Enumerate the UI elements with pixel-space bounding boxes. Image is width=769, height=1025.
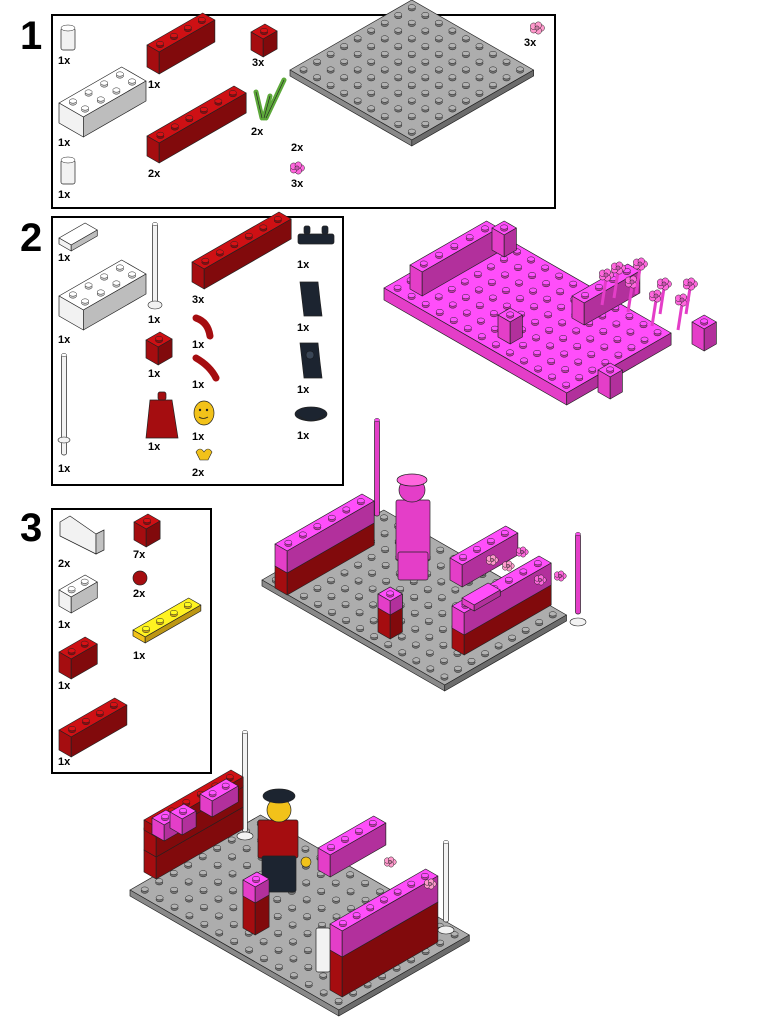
step2-black-leg-left [299, 281, 323, 317]
step2-qty-white-tile: 1x [58, 252, 71, 264]
step-2-parts-box [51, 216, 344, 486]
step2-qty-red-brick-1x1: 1x [148, 368, 161, 380]
step1-qty-red-brick-1x4: 1x [148, 79, 161, 91]
step2-qty-white-bar-short: 1x [148, 314, 161, 326]
step1-qty-green-plant-stem: 2x [251, 126, 264, 138]
step2-qty-red-brick-1x6: 3x [192, 294, 205, 306]
step2-red-arm-right [192, 314, 214, 340]
step1-green-plant-stem [253, 77, 287, 121]
step1-pink-flower [530, 21, 545, 35]
step3-qty-red-brick-1x1: 7x [133, 549, 146, 561]
step1-red-brick-1x4 [146, 12, 216, 75]
step1-qty-magenta-flower: 3x [291, 178, 304, 190]
step2-qty-red-arm-left: 1x [192, 379, 205, 391]
step2-red-brick-1x6 [191, 211, 292, 290]
step3-qty-white-slope: 2x [58, 558, 71, 570]
step1-white-brick-2x4 [58, 66, 147, 138]
step2-yellow-head [193, 400, 215, 426]
step2-qty-red-torso: 1x [148, 441, 161, 453]
step3-red-round-plate [132, 570, 148, 586]
step2-red-arm-left [192, 354, 220, 382]
step2-yellow-hands [195, 448, 213, 461]
step2-red-brick-1x1 [145, 331, 173, 366]
step2-black-hips [297, 225, 335, 245]
step2-qty-black-hips: 1x [297, 259, 310, 271]
step1-qty-red-brick-1x6: 2x [148, 168, 161, 180]
step2-white-brick-2x4 [58, 259, 147, 331]
step3-red-brick-1x2 [58, 636, 98, 680]
step1-qty-white-brick-2x4: 1x [58, 137, 71, 149]
step3-assembly-preview [261, 418, 587, 692]
step1-qty-pink-flower: 3x [524, 37, 537, 49]
step3-white-brick-1x2 [58, 574, 98, 614]
step3-white-slope [59, 515, 105, 555]
step3-qty-red-round-plate: 2x [133, 588, 146, 600]
step1-qty-green-plant-extra: 2x [291, 142, 304, 154]
step2-red-torso [145, 391, 179, 439]
step2-assembly-preview [383, 220, 717, 406]
step2-qty-white-brick-2x4: 1x [58, 334, 71, 346]
step1-gray-baseplate [289, 0, 534, 147]
step3-qty-red-brick-1x4: 1x [58, 756, 71, 768]
step1-red-brick-1x1 [250, 23, 278, 58]
step2-qty-black-cap: 1x [297, 430, 310, 442]
final-result-model [129, 730, 470, 1017]
step1-qty-red-brick-1x1: 3x [252, 57, 265, 69]
step1-white-round-brick-small [60, 156, 76, 185]
step2-qty-black-leg-right: 1x [297, 384, 310, 396]
step2-qty-yellow-head: 1x [192, 431, 205, 443]
step3-red-brick-1x4 [58, 697, 128, 758]
step2-white-bar-short [147, 222, 163, 310]
step2-white-tile [58, 222, 98, 252]
step2-black-leg-right [299, 342, 323, 379]
step2-qty-white-bar-long: 1x [58, 463, 71, 475]
step1-red-brick-1x6 [146, 85, 247, 164]
step2-white-bar-long [57, 353, 71, 456]
step1-white-round-brick [60, 24, 76, 51]
step1-qty-white-round-brick: 1x [58, 55, 71, 67]
step2-qty-red-arm-right: 1x [192, 339, 205, 351]
step-3-number: 3 [20, 506, 43, 550]
step3-qty-red-brick-1x2: 1x [58, 680, 71, 692]
step3-yellow-plate [132, 597, 202, 644]
step1-magenta-flower [290, 161, 305, 175]
step3-qty-yellow-plate: 1x [133, 650, 146, 662]
step3-qty-white-brick-1x2: 1x [58, 619, 71, 631]
step2-qty-yellow-hands: 2x [192, 467, 205, 479]
step2-qty-black-leg-left: 1x [297, 322, 310, 334]
step-2-number: 2 [20, 216, 43, 260]
step2-black-cap [294, 406, 328, 422]
step3-red-brick-1x1 [133, 513, 161, 548]
step1-qty-white-round-brick-small: 1x [58, 189, 71, 201]
step-1-number: 1 [20, 14, 43, 58]
